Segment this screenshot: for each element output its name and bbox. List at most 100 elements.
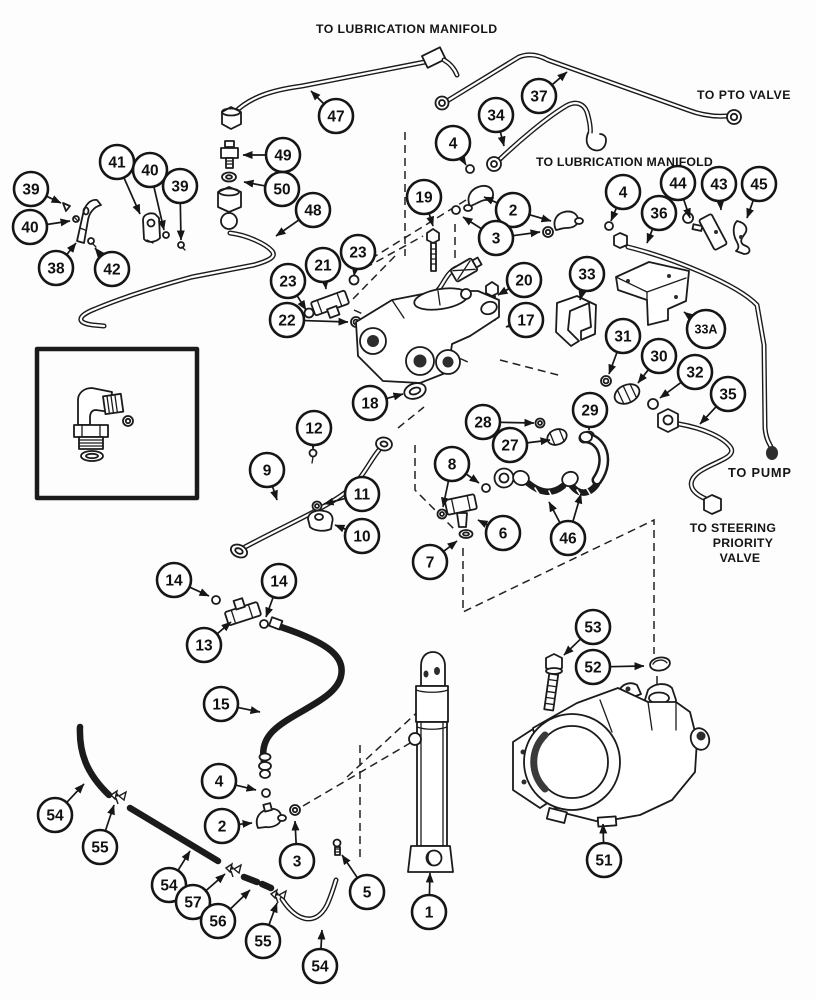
callout-balloon [348, 873, 386, 911]
callout-balloon [585, 841, 623, 879]
callout-number: 37 [530, 89, 547, 106]
callout-27: 27 [491, 426, 551, 464]
callout-arrow [608, 351, 618, 375]
callout-number: 6 [499, 526, 508, 543]
wrench-end-34 [585, 132, 607, 152]
nut-50 [221, 171, 237, 183]
callout-balloon [700, 165, 738, 203]
callout-balloon [640, 194, 678, 232]
callout-29: 29 [571, 391, 609, 431]
callout-balloon [244, 922, 282, 960]
nut-3-bottom [289, 804, 301, 816]
label-to-pump: TO PUMP [728, 465, 792, 480]
nut-35 [657, 408, 679, 433]
callout-balloon [568, 255, 606, 293]
fitting-34-left [486, 156, 502, 172]
fitting-47-end [421, 46, 447, 69]
callout-balloon [131, 151, 169, 189]
callout-number: 9 [263, 463, 272, 480]
callout-number: 3 [293, 854, 302, 871]
callout-balloon [343, 475, 381, 513]
callout-number: 12 [305, 421, 322, 438]
callout-balloon [659, 164, 697, 202]
callout-number: 13 [195, 638, 213, 655]
callout-9: 9 [248, 451, 286, 501]
callout-number: 2 [218, 819, 227, 836]
callout-32: 32 [659, 353, 714, 399]
callout-arrow [609, 662, 645, 671]
callout-balloon [640, 337, 678, 375]
callout-arrow [235, 783, 257, 792]
callout-balloon [685, 308, 727, 350]
callout-19: 19 [405, 178, 443, 227]
nut-tube47 [221, 106, 242, 130]
callout-arrow [65, 783, 85, 804]
callout-28: 28 [464, 403, 535, 441]
callout-arrow [716, 200, 725, 211]
clip-55-a [110, 790, 127, 805]
callout-44: 44 [659, 164, 697, 219]
callout-balloon [301, 947, 339, 985]
washer-7 [458, 529, 474, 539]
callout-arrow [268, 902, 278, 926]
callout-number: 17 [517, 313, 534, 330]
callout-arrow [637, 368, 650, 384]
callout-balloon [185, 626, 223, 664]
callout-number: 10 [353, 529, 370, 546]
callout-arrow [238, 819, 253, 828]
tube-54-end [279, 877, 339, 922]
nut-9-right [375, 436, 393, 452]
callout-balloon [604, 317, 642, 355]
callout-arrow [578, 289, 587, 301]
callout-balloon [505, 261, 543, 299]
callout-balloon [268, 301, 306, 339]
hose-56 [240, 873, 275, 892]
callout-arrow [291, 820, 300, 845]
bracket-33 [555, 295, 597, 347]
fitting-27 [546, 428, 568, 446]
callout-number: 55 [254, 934, 272, 951]
cylinder-rod-end [420, 651, 446, 687]
callout-34: 34 [477, 96, 515, 147]
callout-number: 36 [650, 206, 668, 223]
callout-46: 46 [548, 493, 587, 557]
callout-balloon [203, 807, 241, 845]
callout-number: 55 [91, 840, 109, 857]
callout-number: 57 [184, 895, 201, 912]
callout-balloon [199, 902, 237, 940]
label-to-pto-valve: TO PTO VALVE [697, 88, 791, 102]
callout-14: 14 [155, 561, 210, 599]
callout-balloon [294, 191, 332, 229]
callout-arrow [477, 519, 489, 528]
callout-arrow [275, 219, 300, 237]
callout-22: 22 [268, 301, 349, 339]
callout-balloon [278, 842, 316, 880]
callout-arrow [563, 638, 582, 656]
callout-arrow [323, 497, 346, 506]
callout-42: 42 [93, 247, 131, 288]
callout-number: 29 [581, 403, 599, 420]
callout-balloon [343, 517, 381, 555]
nut-9-left [229, 543, 249, 559]
callout-arrow [548, 501, 561, 524]
hose-54-a [76, 723, 113, 799]
callout-balloon [202, 685, 240, 723]
callout-arrow [189, 586, 210, 597]
callout-arrow [177, 850, 191, 871]
callout-45: 45 [740, 165, 778, 219]
callout-number: 31 [614, 329, 632, 346]
callout-balloon [507, 301, 545, 339]
callout-arrow [341, 854, 359, 879]
callout-4: 4 [200, 762, 257, 800]
callout-47: 47 [310, 90, 355, 135]
callout-17: 17 [505, 301, 545, 339]
callout-balloon [248, 451, 286, 489]
callout-balloon [37, 249, 75, 287]
elbow-24-hex [73, 424, 109, 438]
callout-number: 27 [501, 438, 518, 455]
elbow-46-left [493, 467, 515, 489]
ball-4-bottom [261, 788, 271, 798]
callout-balloon [12, 170, 50, 208]
callout-balloon [494, 191, 532, 229]
callout-41: 41 [98, 143, 141, 215]
